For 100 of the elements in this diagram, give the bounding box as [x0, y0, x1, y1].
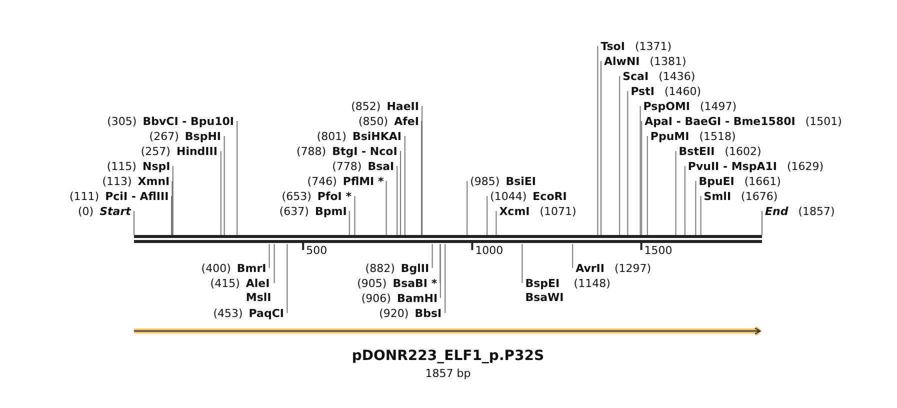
position-number: (113) — [102, 175, 132, 189]
position-number: (111) — [70, 190, 100, 204]
leader-line — [597, 46, 598, 236]
leader-line — [619, 76, 620, 236]
position-number: (850) — [358, 115, 388, 129]
enzyme-name: BbvCI - Bpu10I — [142, 115, 234, 129]
enzyme-name: BbsI — [414, 307, 442, 321]
position-number: (1297) — [614, 262, 652, 276]
leader-line — [400, 150, 401, 236]
enzyme-name: PaqCI — [248, 307, 284, 321]
position-number: (637) — [279, 205, 309, 219]
enzyme-name: BspHI — [184, 130, 221, 144]
sequence-end-label: Start — [100, 205, 131, 219]
enzyme-name: PfoI * — [317, 190, 352, 204]
leader-line — [640, 106, 641, 236]
position-number: (415) — [210, 277, 240, 291]
position-number: (1518) — [699, 130, 736, 144]
enzyme-name: PspOMI — [643, 100, 690, 114]
enzyme-name: HaeII — [386, 100, 419, 114]
enzyme-name: AlwNI — [604, 55, 640, 69]
leader-line — [396, 166, 398, 236]
enzyme-name: MslI — [246, 291, 272, 305]
position-number: (115) — [106, 160, 136, 174]
position-number: (1661) — [744, 175, 781, 189]
leader-line — [600, 60, 602, 236]
position-number: (905) — [357, 277, 387, 291]
position-number: (906) — [361, 292, 391, 306]
leader-line — [646, 136, 648, 236]
enzyme-name: TsoI — [600, 40, 625, 54]
position-number: (985) — [470, 175, 500, 189]
enzyme-name: XmnI — [138, 175, 170, 189]
position-number: (1044) — [490, 190, 527, 204]
enzyme-name: HindIII — [176, 145, 218, 159]
position-number: (1629) — [787, 160, 824, 174]
leader-line — [220, 150, 222, 236]
leader-line — [522, 244, 523, 284]
position-number: (267) — [149, 130, 179, 144]
position-number: (1071) — [540, 205, 576, 219]
position-number: (257) — [140, 145, 170, 159]
leader-line — [641, 120, 642, 236]
leader-line — [268, 244, 270, 268]
leader-line — [172, 180, 173, 236]
leader-line — [440, 244, 441, 298]
position-number: (1497) — [700, 100, 737, 114]
position-number: (1381) — [650, 55, 686, 69]
enzyme-name: ApaI - BaeGI - Bme1580I — [644, 115, 796, 129]
leader-line — [386, 180, 387, 236]
position-number: (305) — [107, 115, 137, 129]
sequence-end-label: End — [765, 205, 788, 219]
leader-line — [421, 120, 422, 236]
enzyme-name: BamHI — [396, 292, 438, 306]
enzyme-name: BmrI — [236, 262, 266, 276]
position-number: (1148) — [574, 277, 610, 291]
enzyme-name: EcoRI — [532, 190, 567, 204]
enzyme-name: AfeI — [394, 115, 419, 129]
enzyme-name: AleI — [246, 277, 271, 291]
tick-label: 1500 — [644, 244, 672, 257]
leader-line — [354, 196, 356, 236]
position-number: (453) — [213, 307, 243, 321]
leader-line — [627, 90, 628, 236]
tick-label: 1000 — [475, 244, 504, 257]
leader-line — [404, 136, 406, 236]
enzyme-name: PpuMI — [650, 130, 690, 144]
position-number: (788) — [296, 145, 326, 159]
caption: 1857 bp — [424, 367, 472, 380]
leader-line — [286, 244, 288, 314]
enzyme-name: SmlI — [704, 190, 732, 204]
sequence-ruler — [134, 235, 762, 243]
enzyme-name: BsaBI * — [392, 277, 438, 291]
leader-line — [348, 210, 350, 236]
enzyme-name: BtgI - NcoI — [332, 145, 398, 159]
leader-line — [496, 210, 497, 236]
enzyme-name: BglII — [400, 262, 430, 276]
position-number: (882) — [365, 262, 395, 276]
leader-line — [572, 244, 574, 268]
enzyme-name: BsiEI — [506, 175, 536, 189]
enzyme-name: BpmI — [314, 205, 347, 219]
leader-line — [236, 120, 238, 236]
tick-label: 500 — [306, 244, 328, 257]
enzyme-name: NspI — [142, 160, 170, 174]
enzyme-name: PciI - AflIII — [105, 190, 169, 204]
title: pDONR223_ELF1_p.P32S — [350, 348, 546, 364]
enzyme-name: PflMI * — [342, 175, 384, 189]
position-number: (1501) — [805, 115, 842, 129]
position-number: (920) — [379, 307, 409, 321]
enzyme-name: ScaI — [622, 70, 649, 84]
leader-line — [224, 136, 225, 236]
position-number: (400) — [201, 262, 231, 276]
leader-line — [684, 166, 686, 236]
position-number: (1436) — [658, 70, 696, 84]
leader-line — [444, 244, 446, 314]
enzyme-name: PvuII - MspA1I — [688, 160, 777, 174]
enzyme-name: BspEI — [525, 277, 561, 291]
position-number: (778) — [332, 160, 362, 174]
enzyme-name: BsaWI — [525, 291, 564, 305]
enzyme-name: BsiHKAI — [352, 130, 402, 144]
position-number: (1857) — [798, 205, 835, 219]
position-number: (801) — [316, 130, 346, 144]
leader-line — [440, 244, 441, 284]
position-number: (1371) — [634, 40, 672, 54]
